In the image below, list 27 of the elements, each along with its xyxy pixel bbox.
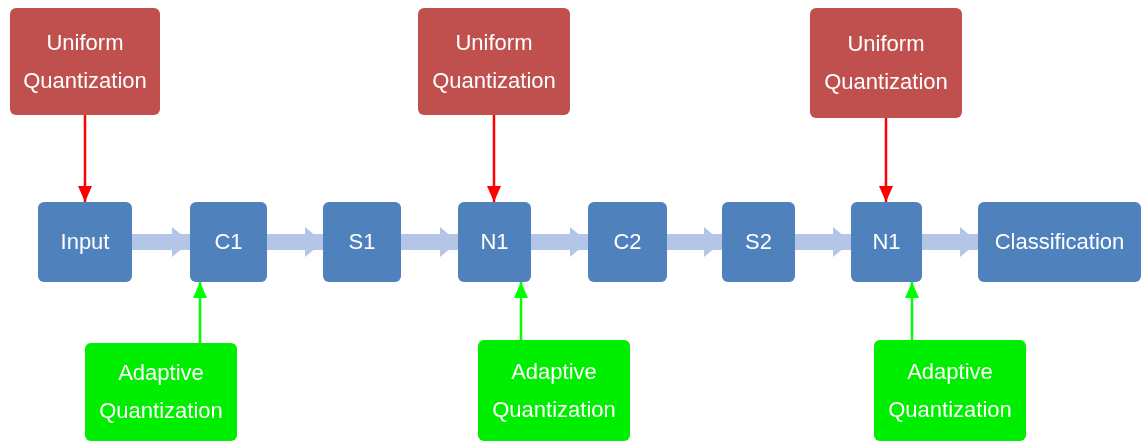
arrow xyxy=(267,227,323,257)
process-box: N1 xyxy=(851,202,922,282)
arrow xyxy=(514,282,528,340)
process-box: N1 xyxy=(458,202,531,282)
process-box: Classification xyxy=(978,202,1141,282)
arrow xyxy=(531,227,588,257)
process-box: Input xyxy=(38,202,132,282)
arrow xyxy=(401,227,458,257)
process-box: S2 xyxy=(722,202,795,282)
quantization-box: Uniform Quantization xyxy=(418,8,570,115)
quantization-box: Uniform Quantization xyxy=(10,8,160,115)
arrow xyxy=(922,227,978,257)
quantization-box: Adaptive Quantization xyxy=(478,340,630,441)
quantization-box: Adaptive Quantization xyxy=(85,343,237,441)
arrow xyxy=(132,227,190,257)
quantization-box: Adaptive Quantization xyxy=(874,340,1026,441)
process-box: C2 xyxy=(588,202,667,282)
arrow xyxy=(795,227,851,257)
process-box: C1 xyxy=(190,202,267,282)
arrow xyxy=(667,227,722,257)
arrow xyxy=(879,118,893,202)
arrow xyxy=(193,282,207,343)
arrow xyxy=(78,115,92,202)
arrow xyxy=(905,282,919,340)
arrow xyxy=(487,115,501,202)
process-box: S1 xyxy=(323,202,401,282)
quantization-box: Uniform Quantization xyxy=(810,8,962,118)
